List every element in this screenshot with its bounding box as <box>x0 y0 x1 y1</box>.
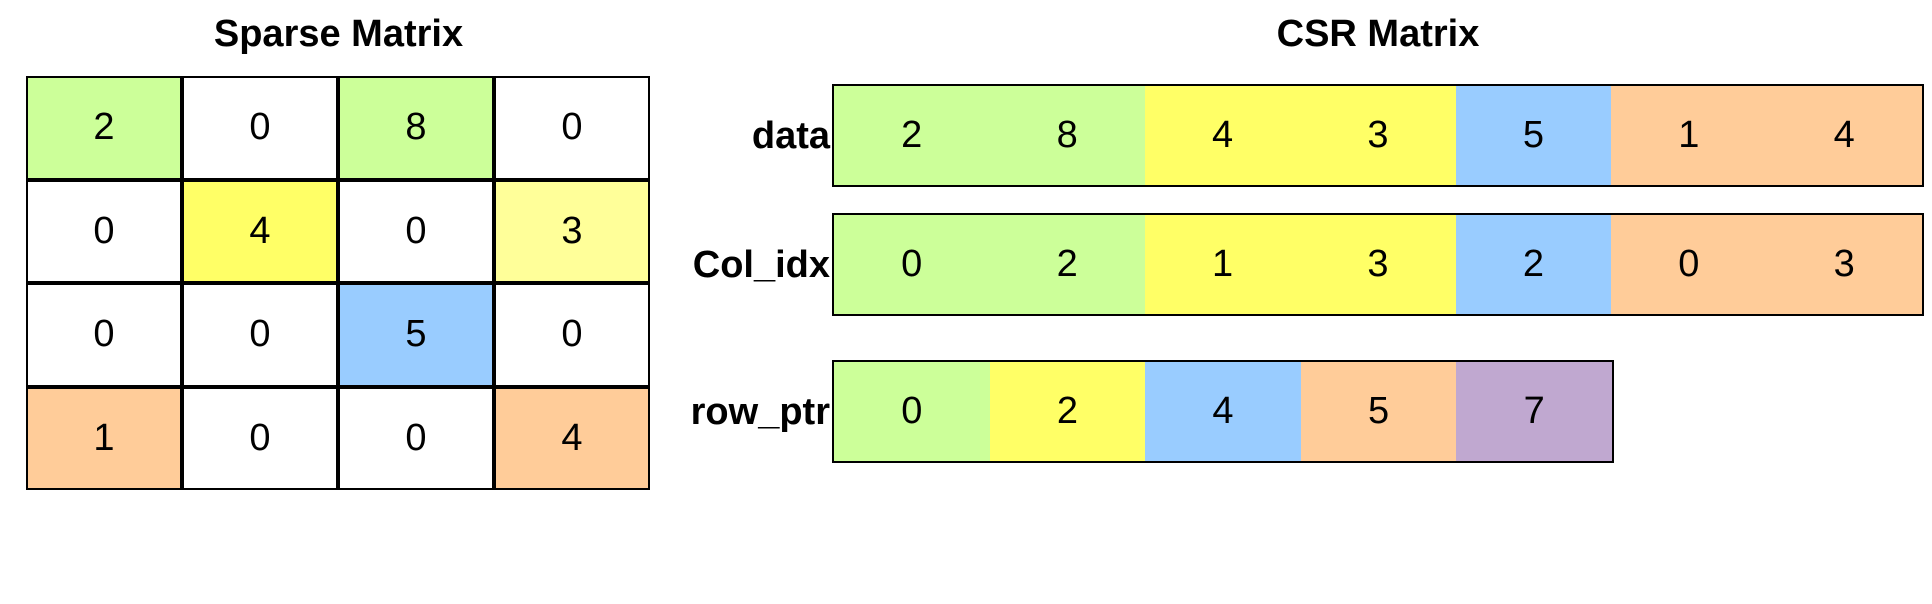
array-cell: 4 <box>1144 86 1301 185</box>
matrix-cell: 0 <box>494 76 650 180</box>
matrix-cell: 2 <box>26 76 182 180</box>
matrix-cell: 4 <box>494 386 650 490</box>
data-array-label: data <box>751 115 830 157</box>
array-cell: 3 <box>1300 215 1456 314</box>
array-cell: 1 <box>1611 86 1767 185</box>
matrix-cell: 4 <box>182 179 338 283</box>
matrix-cell: 5 <box>338 283 494 387</box>
matrix-cell: 0 <box>26 179 182 283</box>
array-cell: 4 <box>1766 86 1922 185</box>
matrix-cell: 1 <box>26 386 182 490</box>
row-ptr-array-label: row_ptr <box>690 391 830 433</box>
col-idx-array-label: Col_idx <box>692 244 830 286</box>
array-cell: 1 <box>1144 215 1301 314</box>
matrix-cell: 0 <box>182 283 338 387</box>
matrix-cell: 8 <box>338 76 494 180</box>
matrix-cell: 0 <box>182 76 338 180</box>
array-cell: 2 <box>989 215 1145 314</box>
array-cell: 4 <box>1145 362 1301 461</box>
array-cell: 3 <box>1300 86 1456 185</box>
matrix-cell: 0 <box>338 386 494 490</box>
array-cell: 0 <box>1611 215 1767 314</box>
matrix-cell: 0 <box>26 283 182 387</box>
array-cell: 5 <box>1455 86 1612 185</box>
matrix-cell: 3 <box>494 179 650 283</box>
array-cell: 8 <box>989 86 1145 185</box>
sparse-matrix-title: Sparse Matrix <box>213 13 464 55</box>
matrix-cell: 0 <box>338 179 494 283</box>
array-cell: 2 <box>989 362 1146 461</box>
array-cell: 7 <box>1456 362 1612 461</box>
array-cell: 3 <box>1766 215 1922 314</box>
array-cell: 5 <box>1300 362 1457 461</box>
array-cell: 0 <box>834 215 990 314</box>
array-cell: 2 <box>834 86 990 185</box>
array-cell: 2 <box>1455 215 1612 314</box>
array-cell: 0 <box>834 362 990 461</box>
matrix-cell: 0 <box>182 386 338 490</box>
csr-matrix-title: CSR Matrix <box>1276 13 1480 55</box>
matrix-cell: 0 <box>494 283 650 387</box>
